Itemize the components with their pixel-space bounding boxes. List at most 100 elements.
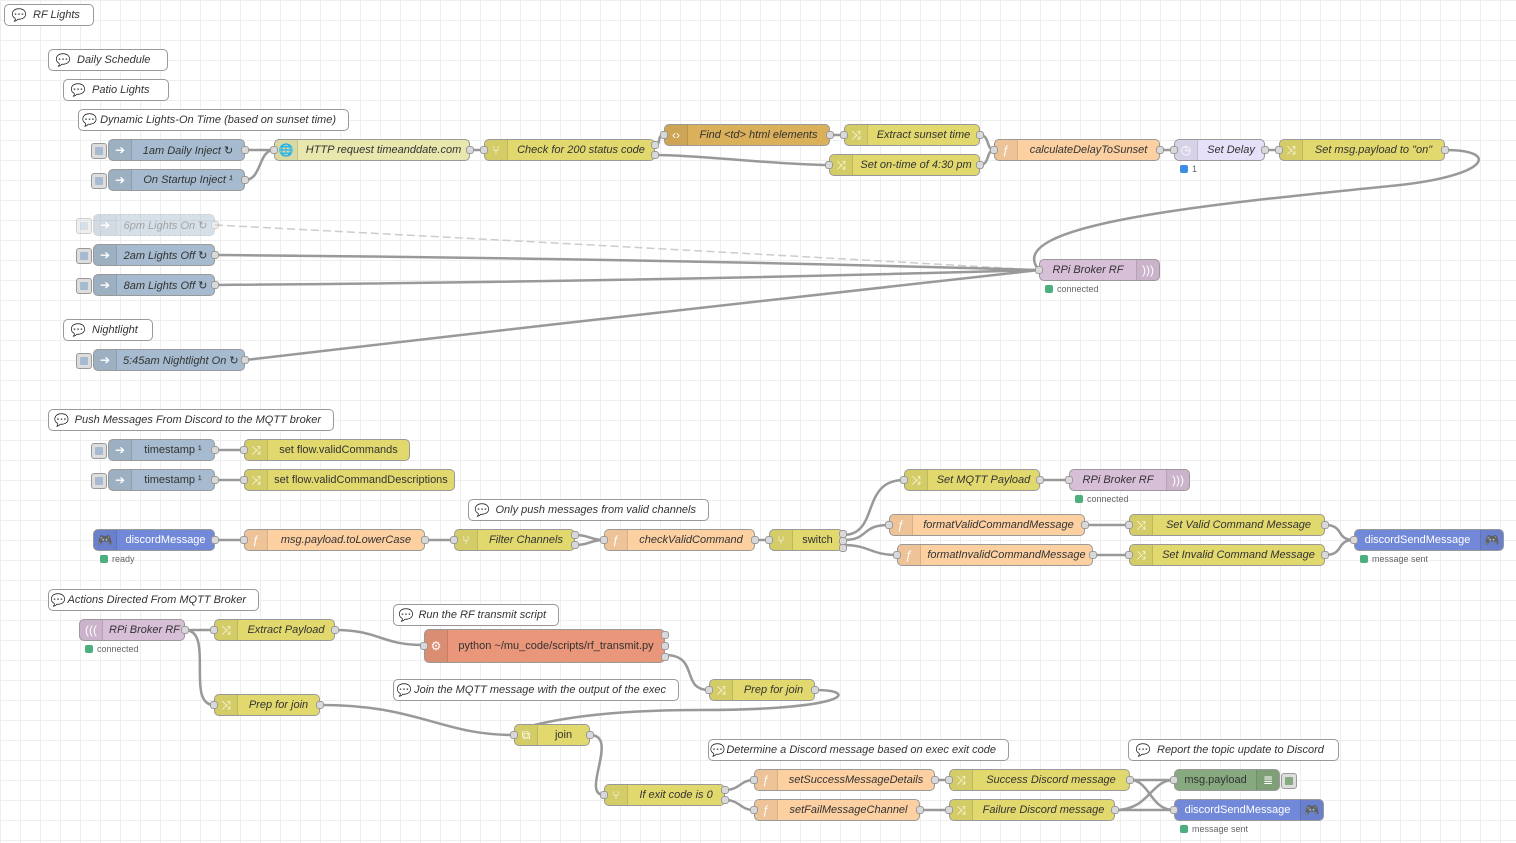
input-port[interactable] xyxy=(660,131,668,139)
inject-trigger-button[interactable] xyxy=(76,353,92,369)
input-port[interactable] xyxy=(945,806,953,814)
mqtt-out-node-2[interactable]: RPi Broker RF))) xyxy=(1065,469,1190,491)
change-node-failure-discord[interactable]: ⤨Failure Discord message xyxy=(945,799,1119,821)
output-port[interactable] xyxy=(1156,146,1164,154)
switch-node-filter-channels[interactable]: ⑂Filter Channels xyxy=(450,529,579,551)
output-port[interactable] xyxy=(211,281,219,289)
delay-node[interactable]: ◷Set Delay xyxy=(1170,139,1269,161)
change-node-valid-commands[interactable]: ⤨set flow.validCommands xyxy=(240,439,410,461)
comment-determine-discord[interactable]: 💬Determine a Discord message based on ex… xyxy=(708,739,1009,761)
input-port[interactable] xyxy=(210,626,218,634)
output-port[interactable] xyxy=(661,631,669,639)
input-port[interactable] xyxy=(945,776,953,784)
exec-node-python[interactable]: ⚙python ~/mu_code/scripts/rf_transmit.py xyxy=(420,629,669,663)
output-port[interactable] xyxy=(211,536,219,544)
input-port[interactable] xyxy=(1170,806,1178,814)
input-port[interactable] xyxy=(1065,476,1073,484)
input-port[interactable] xyxy=(825,161,833,169)
output-port[interactable] xyxy=(1089,551,1097,559)
input-port[interactable] xyxy=(1275,146,1283,154)
input-port[interactable] xyxy=(900,476,908,484)
output-port[interactable] xyxy=(241,176,249,184)
join-node[interactable]: ⧉join xyxy=(510,724,594,746)
input-port[interactable] xyxy=(270,146,278,154)
output-port[interactable] xyxy=(211,221,219,229)
discord-send-node-2[interactable]: discordSendMessage🎮 xyxy=(1170,799,1324,821)
input-port[interactable] xyxy=(840,131,848,139)
input-port[interactable] xyxy=(210,701,218,709)
input-port[interactable] xyxy=(990,146,998,154)
output-port[interactable] xyxy=(721,786,729,794)
output-port[interactable] xyxy=(1126,776,1134,784)
inject-node-2am[interactable]: ➔2am Lights Off ↻ xyxy=(76,244,219,266)
input-port[interactable] xyxy=(750,776,758,784)
output-port[interactable] xyxy=(211,446,219,454)
input-port[interactable] xyxy=(480,146,488,154)
output-port[interactable] xyxy=(976,131,984,139)
input-port[interactable] xyxy=(1170,776,1178,784)
output-port[interactable] xyxy=(1321,521,1329,529)
change-node-extract-payload[interactable]: ⤨Extract Payload xyxy=(210,619,339,641)
http-request-node[interactable]: 🌐HTTP request timeanddate.com xyxy=(270,139,474,161)
inject-node-6pm[interactable]: ➔6pm Lights On ↻ xyxy=(76,214,219,236)
inject-trigger-button[interactable] xyxy=(91,143,107,159)
discord-message-node[interactable]: 🎮discordMessage xyxy=(93,529,219,551)
output-port[interactable] xyxy=(661,642,669,650)
inject-node-8am[interactable]: ➔8am Lights Off ↻ xyxy=(76,274,219,296)
comment-valid-channels[interactable]: 💬Only push messages from valid channels xyxy=(468,499,709,521)
mqtt-out-node-1[interactable]: RPi Broker RF))) xyxy=(1035,259,1160,281)
inject-node-545[interactable]: ➔5:45am Nightlight On ↻ xyxy=(76,349,249,371)
change-node-mqtt-payload[interactable]: ⤨Set MQTT Payload xyxy=(900,469,1044,491)
comment-patio-lights[interactable]: 💬Patio Lights xyxy=(63,79,169,101)
inject-node-startup[interactable]: ➔On Startup Inject ¹ xyxy=(91,169,249,191)
output-port[interactable] xyxy=(651,151,659,159)
switch-node[interactable]: ⑂switch xyxy=(765,529,847,552)
inject-timestamp-1[interactable]: ➔timestamp ¹ xyxy=(91,439,219,461)
input-port[interactable] xyxy=(600,791,608,799)
comment-join-msg[interactable]: 💬Join the MQTT message with the output o… xyxy=(393,679,679,701)
output-port[interactable] xyxy=(571,531,579,539)
input-port[interactable] xyxy=(705,686,713,694)
inject-timestamp-2[interactable]: ➔timestamp ¹ xyxy=(91,469,219,491)
comment-report-topic[interactable]: 💬Report the topic update to Discord xyxy=(1128,739,1339,761)
output-port[interactable] xyxy=(661,653,669,661)
output-port[interactable] xyxy=(1261,146,1269,154)
comment-run-rf[interactable]: 💬Run the RF transmit script xyxy=(393,604,559,626)
input-port[interactable] xyxy=(240,476,248,484)
debug-toggle-button[interactable] xyxy=(1281,773,1297,789)
output-port[interactable] xyxy=(181,626,189,634)
output-port[interactable] xyxy=(751,536,759,544)
comment-dynamic-time[interactable]: 💬Dynamic Lights-On Time (based on sunset… xyxy=(78,109,349,131)
input-port[interactable] xyxy=(1170,146,1178,154)
change-node-success-discord[interactable]: ⤨Success Discord message xyxy=(945,769,1134,791)
output-port[interactable] xyxy=(586,731,594,739)
output-port[interactable] xyxy=(331,626,339,634)
change-node-invalid-msg[interactable]: ⤨Set Invalid Command Message xyxy=(1125,544,1329,566)
input-port[interactable] xyxy=(1125,551,1133,559)
inject-trigger-button[interactable] xyxy=(76,248,92,264)
output-port[interactable] xyxy=(1441,146,1449,154)
comment-actions-directed[interactable]: 💬Actions Directed From MQTT Broker xyxy=(48,589,259,611)
switch-node-exit-code[interactable]: ⑂If exit code is 0 xyxy=(600,784,729,806)
change-node-prep-join-1[interactable]: ⤨Prep for join xyxy=(705,679,819,701)
output-port[interactable] xyxy=(811,686,819,694)
output-port[interactable] xyxy=(211,476,219,484)
output-port[interactable] xyxy=(1036,476,1044,484)
output-port[interactable] xyxy=(976,161,984,169)
input-port[interactable] xyxy=(240,446,248,454)
output-port[interactable] xyxy=(839,544,847,552)
change-node-extract-sunset[interactable]: ⤨Extract sunset time xyxy=(840,124,984,146)
debug-node-payload[interactable]: msg.payload≣ xyxy=(1170,769,1297,791)
mqtt-in-node[interactable]: (((RPi Broker RF xyxy=(79,619,189,641)
output-port[interactable] xyxy=(211,251,219,259)
inject-trigger-button[interactable] xyxy=(76,218,92,234)
input-port[interactable] xyxy=(450,536,458,544)
input-port[interactable] xyxy=(240,536,248,544)
change-node-set-ontime[interactable]: ⤨Set on-time of 4:30 pm xyxy=(825,154,984,176)
